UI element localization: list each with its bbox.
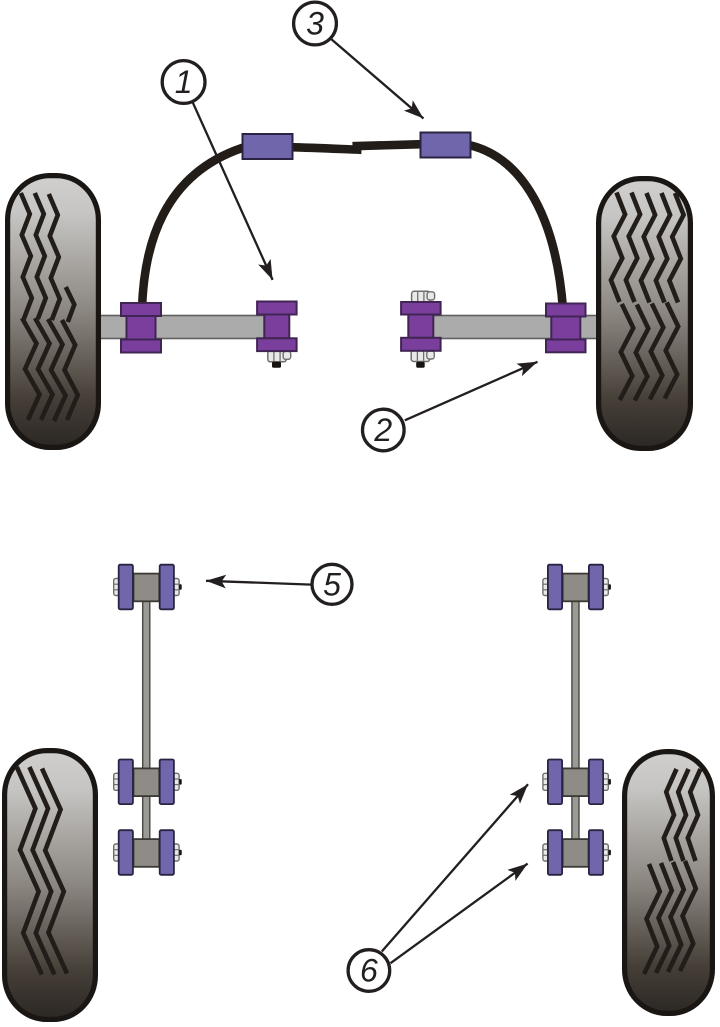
svg-text:6: 6: [360, 953, 378, 989]
svg-text:5: 5: [323, 566, 341, 602]
svg-text:1: 1: [175, 64, 193, 100]
svg-text:3: 3: [306, 6, 324, 42]
svg-text:2: 2: [373, 412, 392, 448]
